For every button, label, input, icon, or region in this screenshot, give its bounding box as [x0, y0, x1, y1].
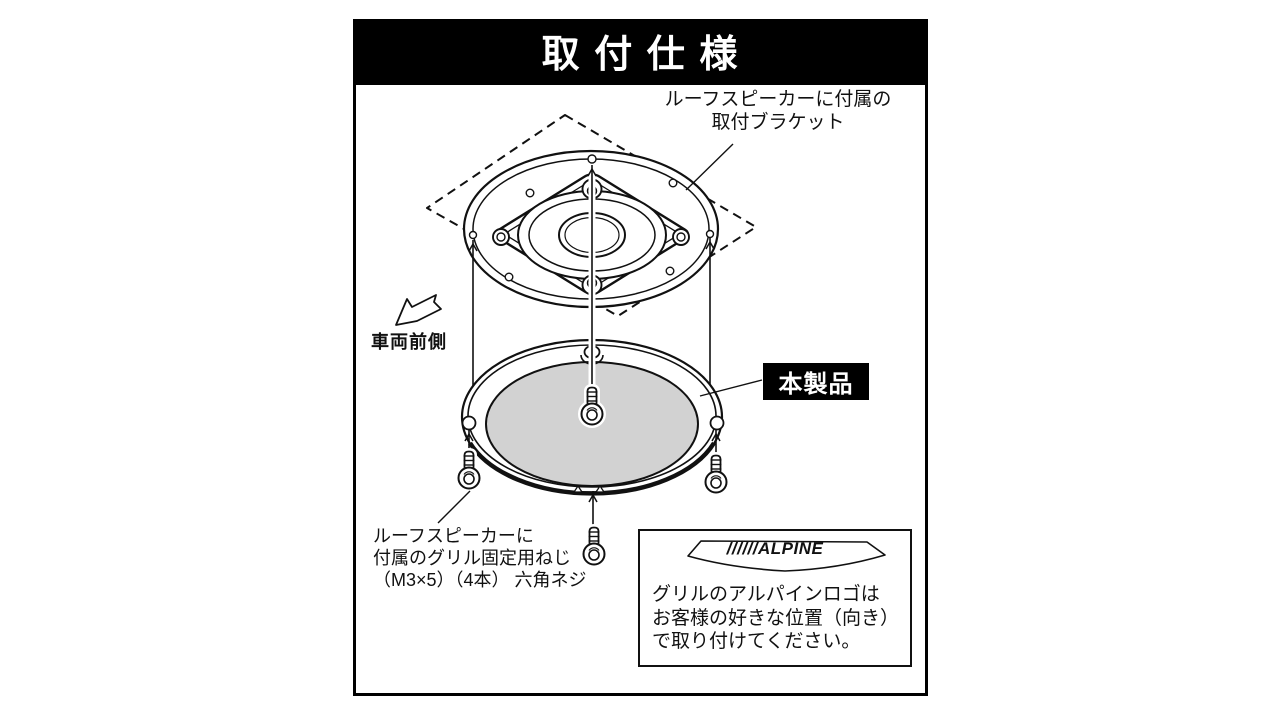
bracket-label-line1: ルーフスピーカーに付属の — [664, 89, 892, 110]
screw-label-line2: 付属のグリル固定用ねじ — [373, 548, 571, 568]
installation-diagram — [395, 114, 763, 696]
logo-note-line1: グリルのアルパインロゴは — [652, 584, 880, 605]
alpine-logo-badge — [687, 540, 886, 572]
front-direction-arrow-icon — [395, 294, 442, 326]
product-label-box: 本製品 — [763, 363, 869, 400]
vehicle-front-label: 車両前側 — [371, 332, 447, 352]
alpine-logo-text: //////ALPINE — [726, 539, 824, 558]
product-leader-line — [699, 379, 763, 397]
screw-label: ルーフスピーカーに 付属のグリル固定用ねじ （M3×5）（4本） 六角ネジ — [373, 525, 587, 591]
product-label: 本製品 — [778, 371, 854, 398]
screw-leader-line — [437, 490, 471, 524]
logo-note-box: //////ALPINE グリルのアルパインロゴは お客様の好きな位置（向き） … — [638, 529, 912, 667]
grille-screw-left-icon — [459, 452, 480, 489]
diagram-frame: ルーフスピーカーに付属の 取付ブラケット 車両前側 本製品 ルーフスピーカーに … — [353, 82, 928, 696]
alignment-lines — [468, 238, 715, 387]
logo-note-line3: で取り付けてください。 — [652, 631, 861, 652]
grille-screw-right-icon — [706, 456, 727, 493]
bracket-label: ルーフスピーカーに付属の 取付ブラケット — [648, 88, 908, 134]
roof-panel-dashed-outline — [426, 114, 757, 317]
screw-label-line1: ルーフスピーカーに — [373, 526, 534, 546]
bracket-leader-line — [685, 143, 734, 191]
grille-screw-bottom-icon — [584, 528, 605, 565]
logo-note-text: グリルのアルパインロゴは お客様の好きな位置（向き） で取り付けてください。 — [652, 583, 899, 654]
center-alignment-line — [587, 165, 597, 392]
screw-label-line3: （M3×5）（4本） 六角ネジ — [373, 570, 587, 590]
page-title: 取 付 仕 様 — [353, 19, 928, 82]
grille-screw-center-icon — [582, 388, 603, 425]
logo-note-line2: お客様の好きな位置（向き） — [652, 607, 900, 629]
bracket-label-line2: 取付ブラケット — [711, 112, 845, 133]
